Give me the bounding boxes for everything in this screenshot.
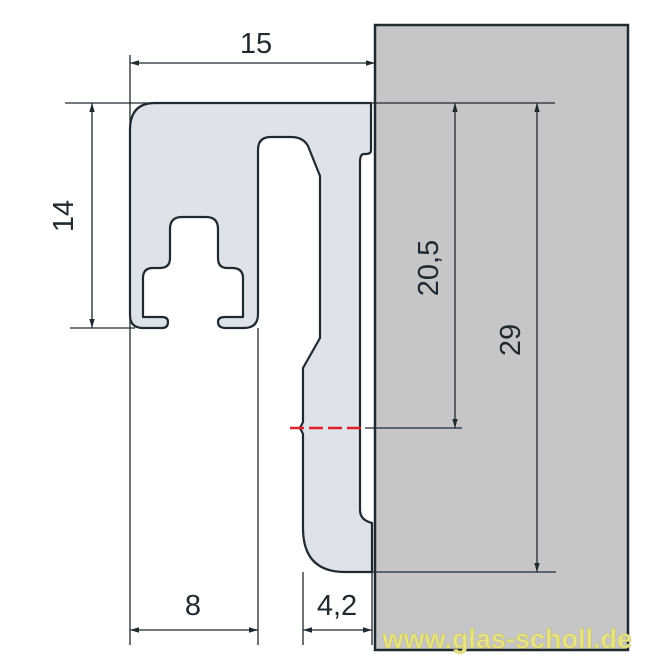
watermark: www.glas-scholl.de — [381, 624, 632, 654]
label-20-5: 20,5 — [413, 240, 445, 296]
label-29: 29 — [495, 324, 527, 356]
label-4-2: 4,2 — [317, 590, 357, 622]
label-8: 8 — [185, 590, 201, 622]
extension-lines — [65, 55, 556, 645]
glass-panel — [373, 23, 630, 652]
label-15: 15 — [240, 28, 272, 60]
label-14: 14 — [48, 200, 80, 232]
aluminium-profile — [128, 101, 374, 574]
